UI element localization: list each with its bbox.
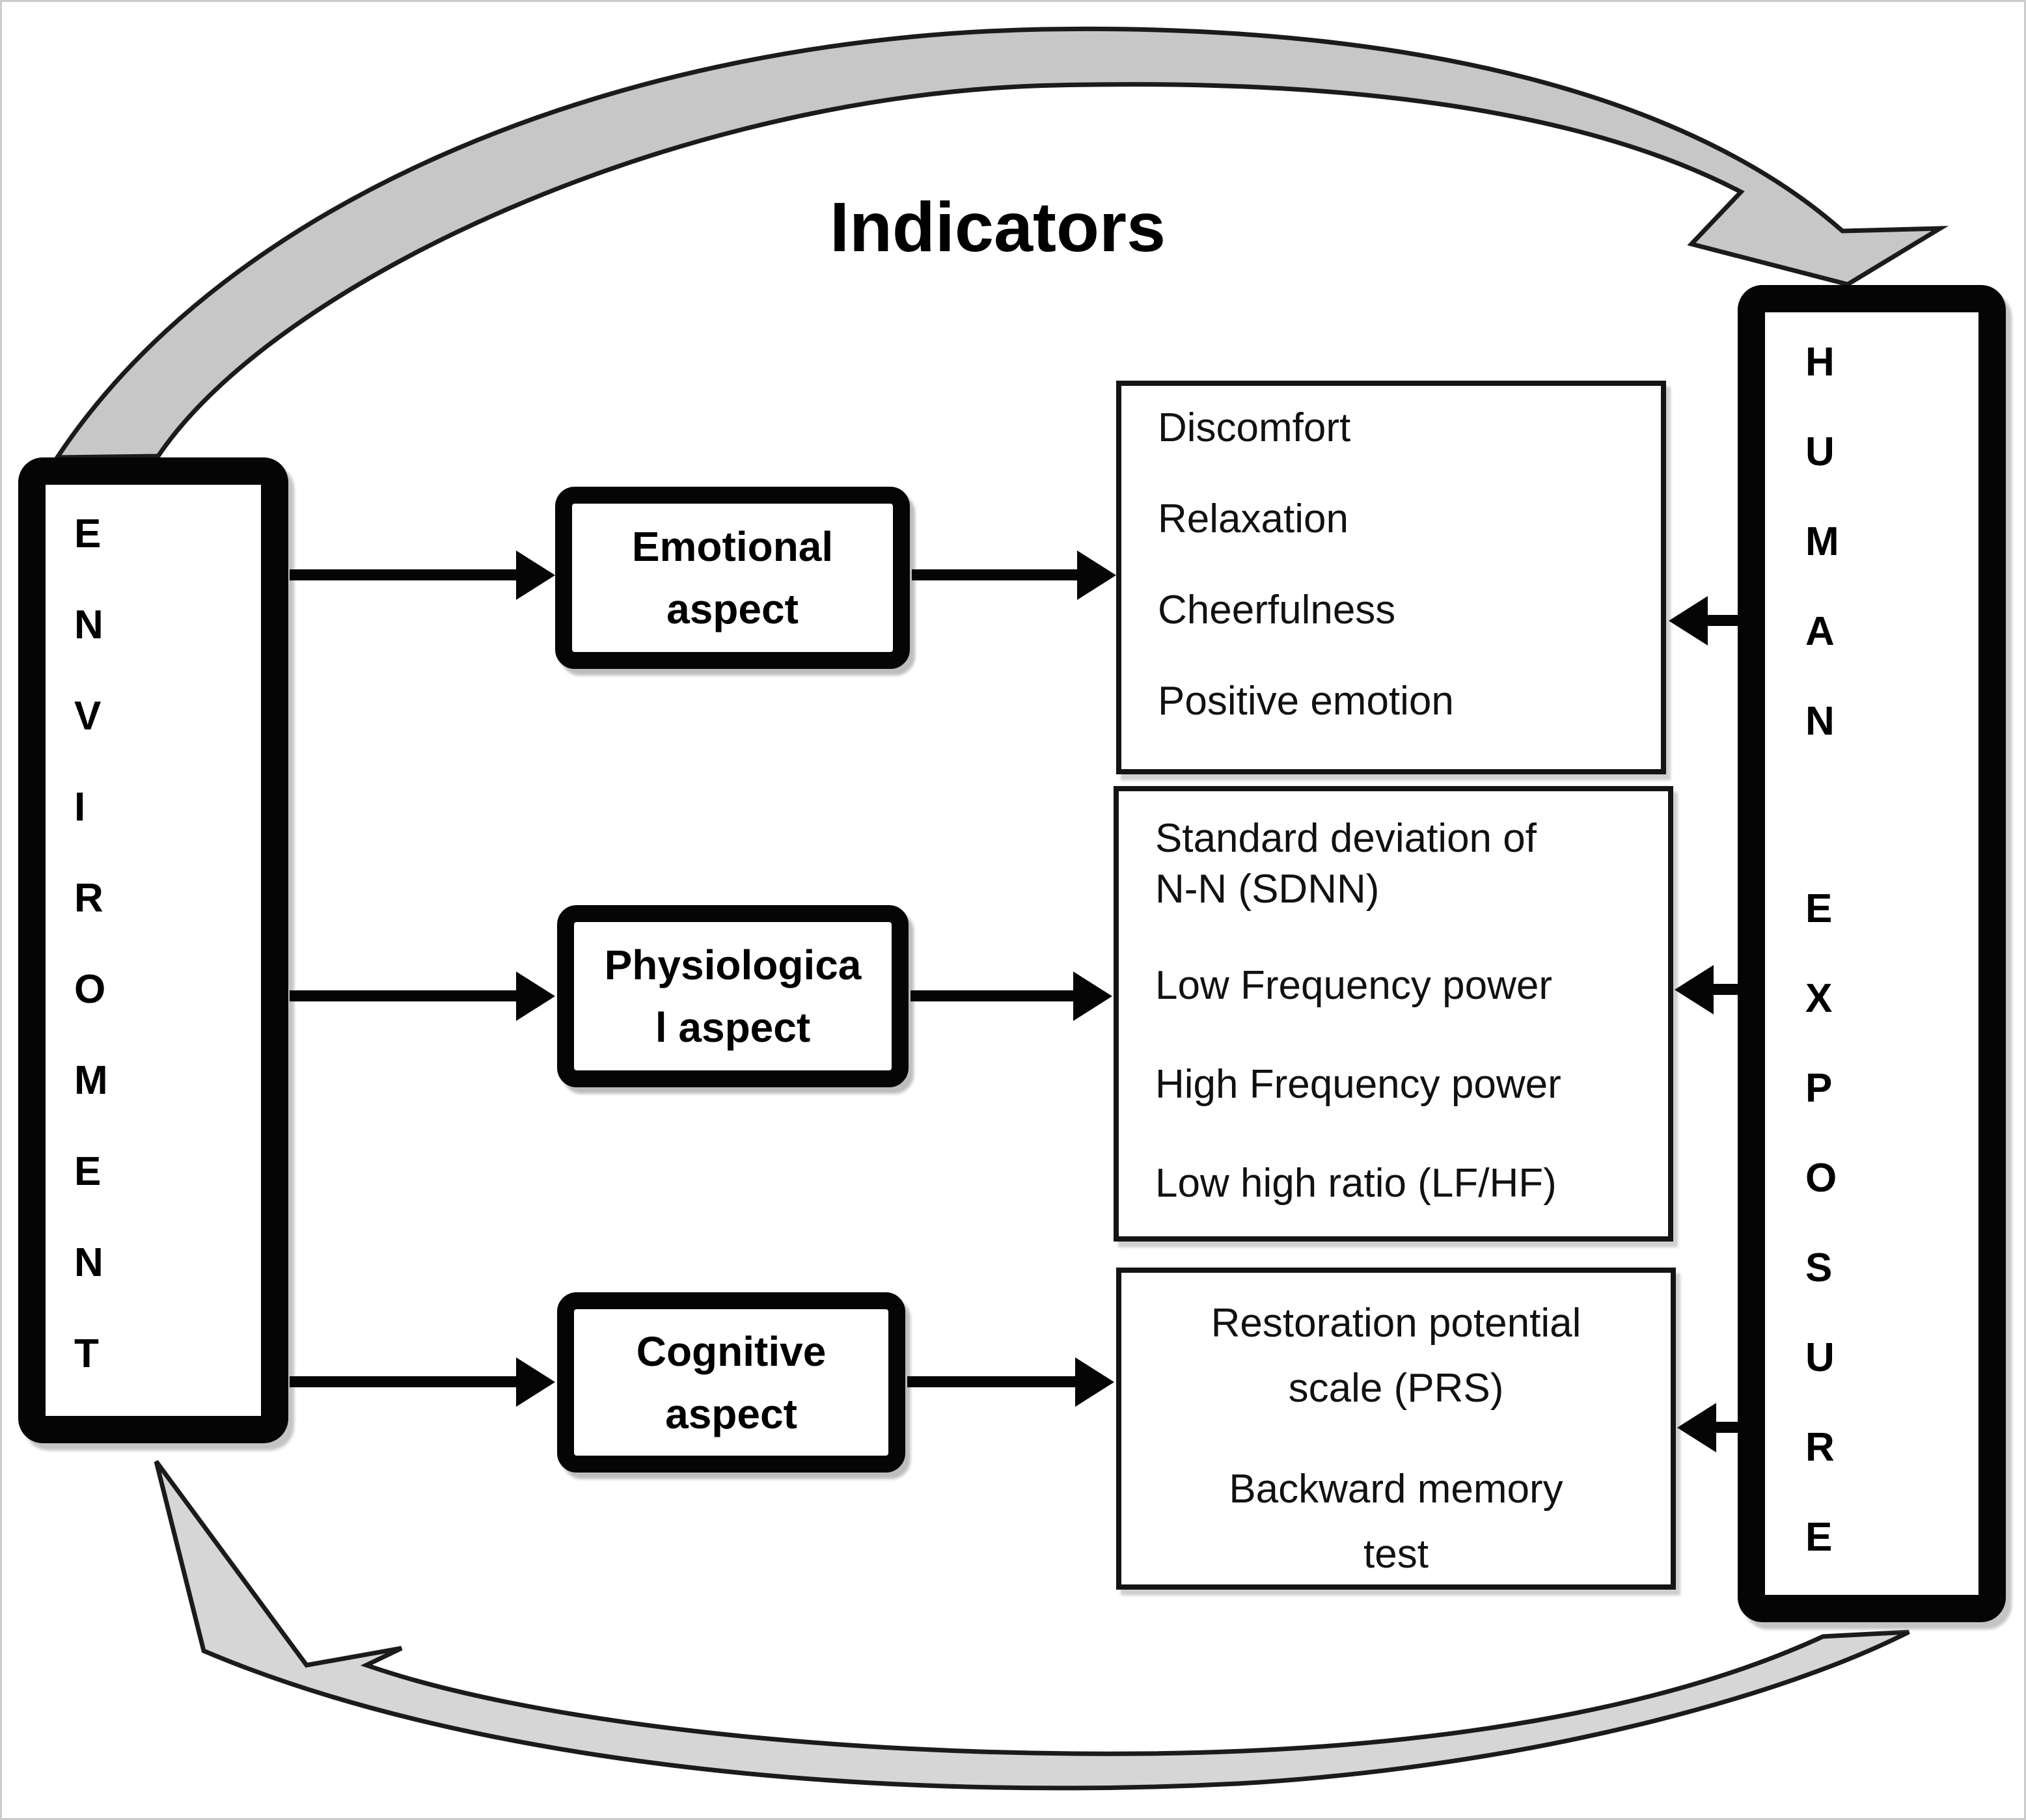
physiological-indicators-box: Standard deviation of N-N (SDNN) Low Fre…: [1114, 786, 1673, 1242]
environment-letter: E: [74, 511, 102, 556]
letter-gap: [1805, 767, 1978, 864]
indicator-item: Relaxation: [1158, 496, 1348, 541]
cognitive-aspect-line: aspect: [665, 1390, 797, 1437]
emotional-aspect-line: Emotional: [631, 523, 834, 570]
exposure-letter: E: [1805, 1515, 1833, 1560]
environment-letter: V: [74, 694, 102, 739]
exposure-letter: U: [1805, 1335, 1835, 1380]
diagram-title: Indicators: [829, 187, 1166, 266]
cycle-arrow-top: [53, 26, 1949, 460]
arrow-emotional-to-indicators: [912, 569, 1078, 580]
environment-letter: N: [74, 603, 103, 647]
arrow-cognitive-to-indicators: [907, 1376, 1076, 1387]
indicator-item: Low Frequency power: [1155, 963, 1552, 1008]
exposure-letter: S: [1805, 1245, 1833, 1290]
exposure-letter: E: [1805, 886, 1833, 931]
human-exposure-box: H U M A N E X P O S U R E: [1738, 285, 2006, 1622]
emotional-indicators-box: Discomfort Relaxation Cheerfulness Posit…: [1116, 381, 1666, 774]
human-letter: M: [1805, 519, 1839, 564]
cycle-arrow-bottom: [154, 1460, 1910, 1791]
cognitive-aspect-line: Cognitive: [636, 1327, 827, 1375]
arrow-human-to-physiological-indicators: [1712, 984, 1741, 995]
human-letter: H: [1805, 340, 1835, 385]
environment-letters: E N V I R O M E N T: [46, 485, 261, 1400]
physiological-aspect-line: l aspect: [655, 1004, 811, 1051]
indicator-item: Restoration potential scale (PRS): [1211, 1301, 1581, 1411]
human-letter: A: [1805, 609, 1835, 654]
indicator-item: High Frequency power: [1155, 1062, 1561, 1107]
indicator-item: Low high ratio (LF/HF): [1155, 1161, 1557, 1206]
indicator-item: Standard deviation of N-N (SDNN): [1155, 816, 1537, 912]
arrow-human-to-emotional-indicators: [1706, 615, 1740, 626]
environment-letter: R: [74, 876, 103, 921]
indicator-item: Backward memory test: [1229, 1467, 1563, 1577]
indicator-item: Discomfort: [1158, 405, 1351, 450]
environment-letter: I: [74, 785, 86, 830]
environment-letter: T: [74, 1331, 99, 1376]
environment-letter: N: [74, 1240, 103, 1285]
exposure-letter: P: [1805, 1066, 1833, 1111]
arrow-environment-to-physiological: [290, 990, 517, 1001]
cognitive-aspect-box: Cognitive aspect: [557, 1292, 905, 1473]
indicator-item: Cheerfulness: [1158, 588, 1396, 632]
human-letter: N: [1805, 699, 1835, 744]
exposure-letter: X: [1805, 976, 1833, 1021]
arrow-human-to-cognitive-indicators: [1715, 1422, 1741, 1433]
environment-letter: M: [74, 1058, 108, 1103]
arrow-environment-to-emotional: [290, 569, 517, 580]
physiological-aspect-box: Physiologica l aspect: [557, 905, 909, 1087]
human-letter: U: [1805, 429, 1835, 474]
indicator-item: Positive emotion: [1158, 679, 1454, 724]
environment-box: E N V I R O M E N T: [18, 457, 288, 1443]
arrow-physiological-to-indicators: [910, 990, 1075, 1001]
environment-letter: E: [74, 1149, 102, 1194]
physiological-aspect-line: Physiologica: [604, 942, 862, 988]
exposure-letter: R: [1805, 1425, 1835, 1470]
emotional-aspect-line: aspect: [666, 586, 799, 632]
cognitive-indicators-box: Restoration potential scale (PRS) Backwa…: [1116, 1268, 1676, 1590]
human-exposure-letters: H U M A N E X P O S U R E: [1765, 312, 1978, 1582]
arrow-environment-to-cognitive: [290, 1376, 517, 1387]
environment-letter: O: [74, 967, 106, 1012]
emotional-aspect-box: Emotional aspect: [555, 487, 910, 669]
exposure-letter: O: [1805, 1156, 1837, 1201]
